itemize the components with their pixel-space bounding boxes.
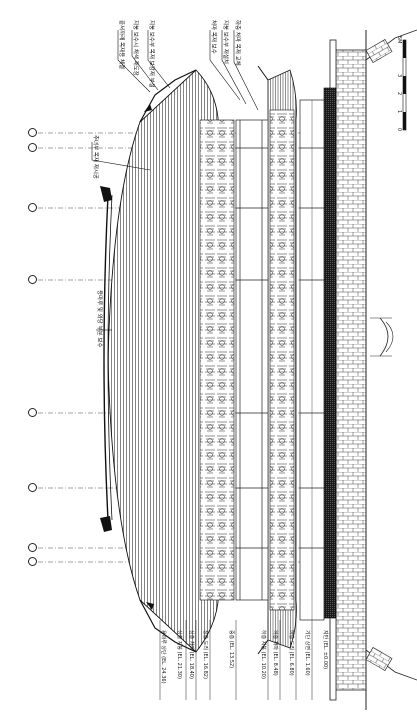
elevation-label-4: 상층 도리 (EL. 16.82) (202, 630, 208, 679)
grid-bubble-2 (28, 143, 37, 152)
stone-platform (329, 29, 417, 710)
callout-top-5: 처마 목재 보수 (210, 20, 216, 54)
callout-top-6: 지붕 보수부 재설치 (222, 20, 228, 64)
scale-tick-3: 3 (396, 74, 402, 78)
grid-bubble-4 (28, 275, 37, 284)
elevation-label-6: 하층 지붕 (EL. 10.20) (260, 630, 266, 679)
scale-tick-2: 2 (396, 92, 402, 96)
lower-story (299, 99, 325, 621)
scale-tick-0: 0 (396, 128, 402, 132)
scale-tick-1: 1 (396, 110, 402, 114)
callout-top-7: 하층 처마 목재 교체 (234, 20, 240, 66)
middle-story (235, 119, 269, 601)
elevation-label-5: 중층 (EL. 13.52) (228, 630, 234, 669)
grid-bubble-1 (28, 128, 37, 137)
callout-leaders (91, 30, 259, 331)
ridge (100, 104, 154, 610)
upper-roof (107, 69, 235, 653)
callout-top-4: 추녀부 목재 재시공 (92, 135, 98, 179)
callout-top-3: 지붕 보수부 목재 보강재 부설 (148, 20, 154, 88)
callout-top-1: 끝서까래 목재용 체결 (118, 20, 124, 70)
foundation-band (323, 87, 337, 619)
elevation-label-7: 하층 처마 (EL. 8.48) (272, 630, 278, 676)
elevation-lines (159, 620, 331, 700)
grid-bubble-5 (28, 408, 37, 417)
grid-bubble-8 (28, 557, 37, 566)
callout-top-2: 지붕 보수시 채색 재도장 (132, 20, 138, 76)
elevation-label-9: 기단 상면 (EL. 1.60) (304, 630, 310, 676)
elevation-label-8: 하층 도리 (EL. 6.80) (288, 630, 294, 676)
elevation-label-2: 상층 지붕 (EL. 21.30) (176, 630, 182, 679)
lower-roof (257, 65, 297, 655)
scale-tick-5: 5M (396, 36, 402, 44)
elevation-label-10: 지반 (EL. ±0.00) (322, 630, 328, 670)
elevation-label-1: 용마루 상단 (EL. 24.36) (160, 630, 166, 684)
elevation-label-3: 상층 처마 (EL. 18.40) (188, 630, 194, 679)
grid-bubble-3 (28, 203, 37, 212)
scale-bar (402, 39, 407, 131)
grid-bubble-6 (28, 483, 37, 492)
grid-bubble-7 (28, 543, 37, 552)
callout-center: 용마루 및 와당 부분 보수 (96, 290, 102, 348)
